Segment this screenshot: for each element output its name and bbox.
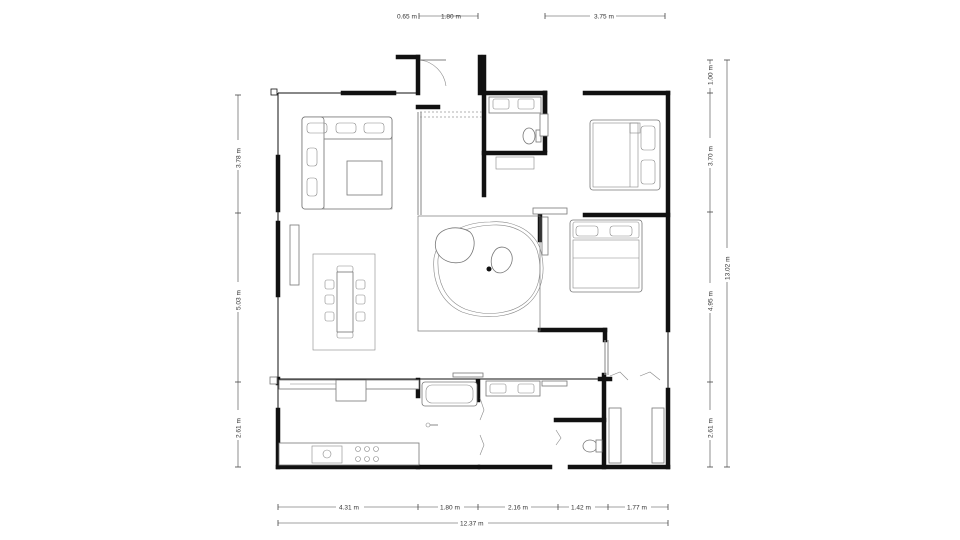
dimensions-top: 0.65 m 1.80 m 3.75 m xyxy=(397,11,666,21)
bed-1 xyxy=(589,119,661,191)
kitchen-counter-top xyxy=(269,376,420,402)
dimensions-right: 1.00 m 3.70 m 4.95 m 2.61 m 13.02 m xyxy=(705,59,732,468)
kitchen-counter-bottom xyxy=(278,442,420,466)
dim-left-3: 2.61 m xyxy=(236,418,243,438)
dim-right-total: 13.02 m xyxy=(725,257,732,281)
dimensions-bottom: 4.31 m 1.80 m 2.16 m 1.42 m 1.77 m 12.37… xyxy=(277,503,669,528)
dim-bottom-5: 1.77 m xyxy=(627,505,647,512)
doors xyxy=(419,59,661,456)
wardrobes xyxy=(608,407,665,464)
glass-partitions xyxy=(417,111,609,375)
dimensions-left: 3.78 m 5.03 m 2.61 m xyxy=(233,94,243,468)
tv-unit xyxy=(289,224,300,286)
bench xyxy=(532,207,568,256)
dim-bottom-4: 1.42 m xyxy=(571,505,591,512)
dim-bottom-3: 2.16 m xyxy=(508,505,528,512)
bed-2 xyxy=(569,219,643,293)
dim-bottom-1: 4.31 m xyxy=(339,505,359,512)
dim-right-1: 1.00 m xyxy=(708,65,715,85)
dim-right-4: 2.61 m xyxy=(708,418,715,438)
dim-top-1: 0.65 m xyxy=(397,14,417,21)
dim-left-1: 3.78 m xyxy=(236,148,243,168)
dim-left-2: 5.03 m xyxy=(236,290,243,310)
dim-bottom-total: 12.37 m xyxy=(460,521,484,528)
bathtub xyxy=(421,372,484,407)
sofa xyxy=(301,116,393,210)
bathroom-top-fixtures xyxy=(488,96,549,170)
dim-right-2: 3.70 m xyxy=(708,146,715,166)
dim-top-2: 1.80 m xyxy=(441,14,461,21)
toilet-lower xyxy=(582,439,603,453)
tree xyxy=(433,221,544,317)
vanity-lower xyxy=(485,380,568,397)
dim-top-3: 3.75 m xyxy=(594,14,614,21)
dining-table xyxy=(312,253,376,351)
dim-right-3: 4.95 m xyxy=(708,291,715,311)
exterior-walls xyxy=(270,88,671,470)
dim-bottom-2: 1.80 m xyxy=(440,505,460,512)
